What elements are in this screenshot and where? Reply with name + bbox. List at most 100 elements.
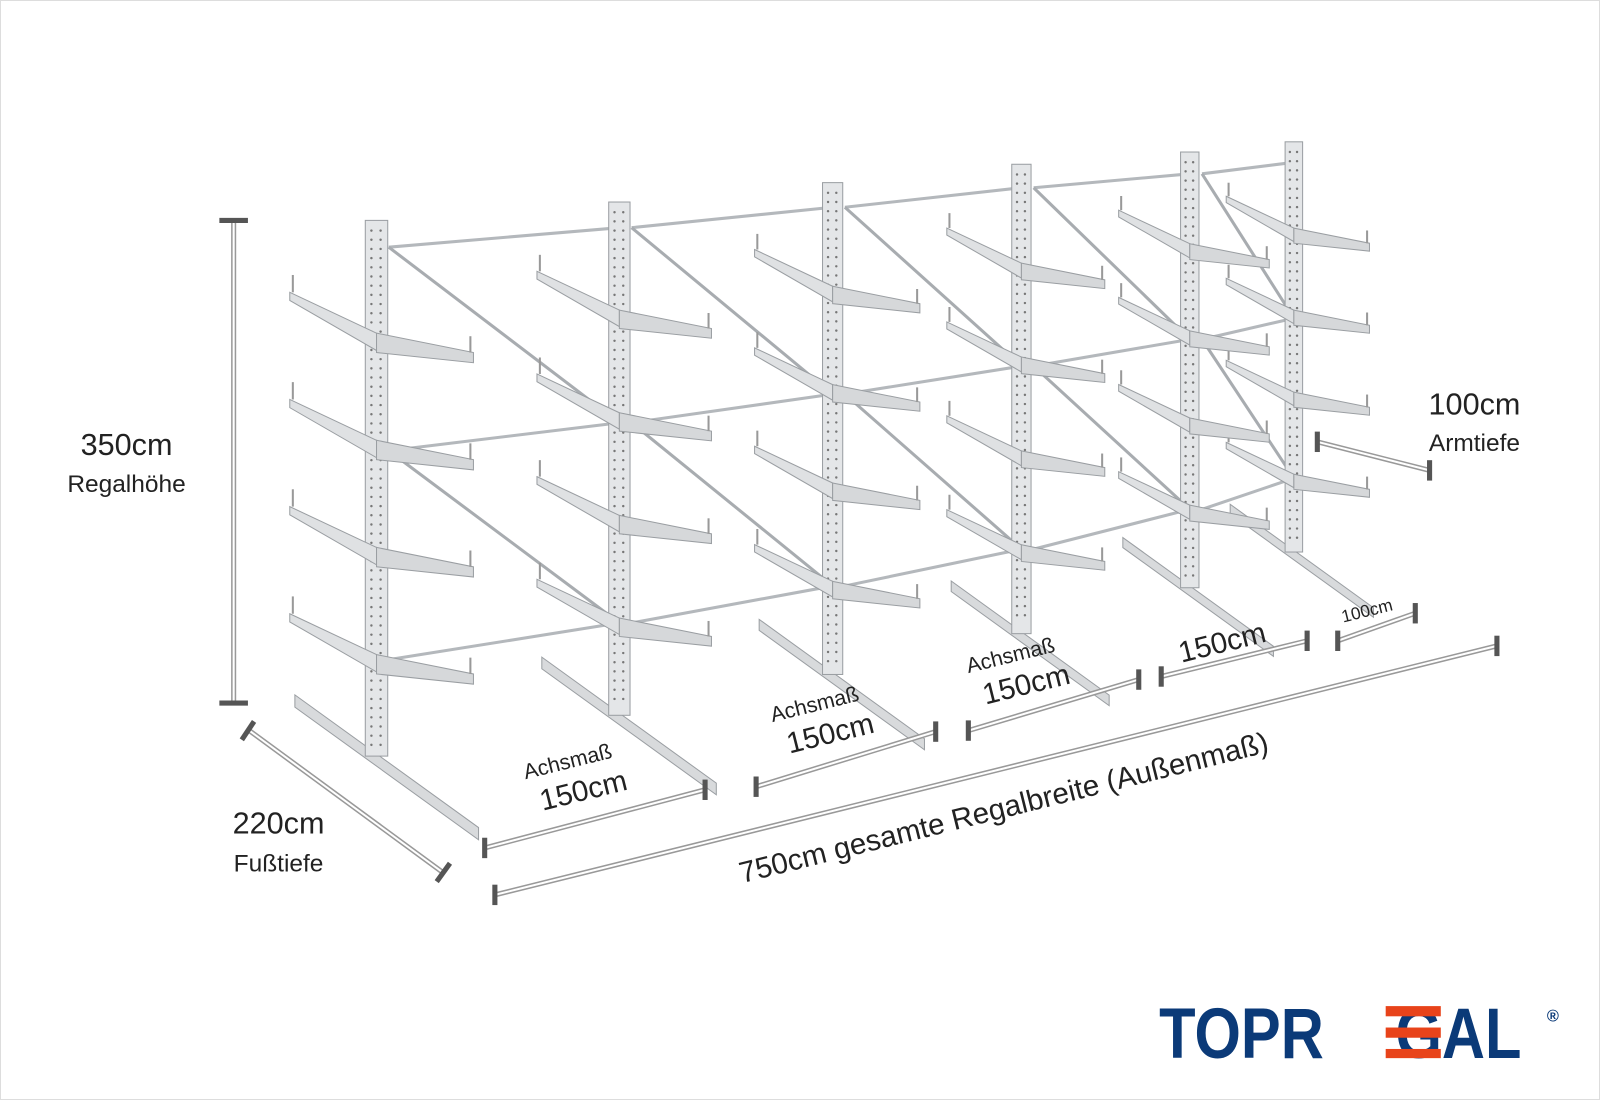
column-hole: [826, 237, 830, 240]
column-hole: [613, 330, 616, 333]
column-hole: [370, 706, 373, 710]
cantilever-arm-right: [832, 383, 921, 412]
column-hole: [379, 725, 382, 728]
column-hole: [370, 734, 373, 737]
column-hole: [1288, 187, 1292, 190]
column-hole: [1184, 353, 1187, 357]
column-hole: [826, 375, 830, 378]
column-hole: [613, 275, 616, 278]
column-hole: [826, 274, 830, 277]
column-hole: [379, 247, 382, 251]
column-hole: [1023, 503, 1027, 507]
rack-bracing-rod: [1033, 172, 1190, 190]
column-hole: [1295, 159, 1299, 163]
column-hole: [370, 578, 373, 581]
column-hole: [1023, 375, 1027, 378]
column-hole: [1191, 546, 1195, 550]
column-hole: [1015, 522, 1019, 525]
column-hole: [1191, 353, 1195, 357]
rack-diagonal-brace: [387, 449, 621, 625]
column-hole: [835, 356, 838, 360]
column-hole: [370, 624, 373, 627]
column-hole: [835, 329, 838, 332]
column-hole: [1191, 464, 1195, 467]
column-hole: [613, 587, 616, 590]
column-hole: [1015, 200, 1019, 204]
column-hole: [1295, 371, 1299, 374]
column-hole: [1015, 228, 1019, 231]
height-label: 350cm Regalhöhe: [67, 428, 185, 498]
column-hole: [622, 559, 625, 563]
column-hole: [379, 532, 382, 535]
column-hole: [1015, 421, 1019, 424]
column-hole: [1023, 540, 1027, 544]
column-hole: [1023, 255, 1027, 259]
cantilever-arm-left: [946, 227, 1022, 279]
column-hole: [1023, 173, 1027, 176]
cantilever-arm-right: [1293, 309, 1370, 334]
column-hole: [1184, 464, 1187, 467]
column-hole: [1191, 188, 1195, 191]
column-hole: [1023, 311, 1027, 314]
column-hole: [1295, 270, 1299, 273]
cantilever-arm-left: [1118, 383, 1191, 434]
column-hole: [1191, 206, 1195, 210]
rack-bracing-rod: [1201, 160, 1295, 176]
column-hole: [1288, 261, 1292, 264]
column-hole: [1023, 421, 1027, 424]
column-hole: [379, 413, 382, 416]
column-hole: [379, 376, 382, 379]
column-hole: [370, 541, 373, 545]
column-hole: [370, 413, 373, 416]
cantilever-arm-left: [946, 414, 1022, 467]
column-hole: [835, 347, 838, 351]
column-hole: [622, 578, 625, 581]
column-hole: [379, 633, 382, 636]
column-hole: [1015, 292, 1019, 296]
column-hole: [613, 559, 616, 563]
column-hole: [370, 504, 373, 508]
column-hole: [826, 200, 830, 204]
column-hole: [379, 504, 382, 508]
column-hole: [826, 476, 830, 479]
column-hole: [1191, 528, 1195, 531]
cantilever-arm-left: [289, 398, 378, 459]
column-hole: [613, 495, 616, 499]
rack-bracing-rod: [1033, 507, 1191, 551]
column-hole: [1288, 362, 1292, 365]
cantilever-arm-left: [1225, 359, 1295, 407]
column-hole: [1015, 412, 1019, 415]
column-hole: [613, 229, 616, 232]
column-hole: [826, 329, 830, 332]
column-hole: [826, 595, 830, 599]
column-hole: [1191, 500, 1195, 504]
column-hole: [1184, 372, 1187, 375]
column-hole: [835, 255, 838, 259]
rack-upright-column: [822, 182, 844, 675]
column-hole: [370, 468, 373, 471]
column-hole: [1288, 251, 1292, 255]
column-hole: [370, 587, 373, 590]
column-hole: [370, 716, 373, 719]
column-hole: [826, 457, 830, 461]
column-hole: [1295, 352, 1299, 356]
column-hole: [613, 642, 616, 646]
column-hole: [1295, 508, 1299, 512]
column-hole: [1023, 219, 1027, 222]
column-hole: [1015, 595, 1019, 599]
column-hole: [379, 422, 382, 425]
column-hole: [622, 642, 625, 646]
column-hole: [1288, 178, 1292, 181]
rack-upright-column: [1284, 141, 1304, 553]
column-hole: [1295, 306, 1299, 310]
column-hole: [1184, 565, 1187, 568]
rack-bracing-rod: [631, 205, 833, 230]
column-hole: [1184, 537, 1187, 540]
column-hole: [1191, 298, 1195, 302]
column-hole: [826, 558, 830, 562]
column-hole: [1191, 408, 1195, 412]
column-hole: [379, 523, 382, 526]
column-hole: [1288, 527, 1292, 530]
column-hole: [1184, 289, 1187, 293]
column-hole: [1023, 246, 1027, 250]
